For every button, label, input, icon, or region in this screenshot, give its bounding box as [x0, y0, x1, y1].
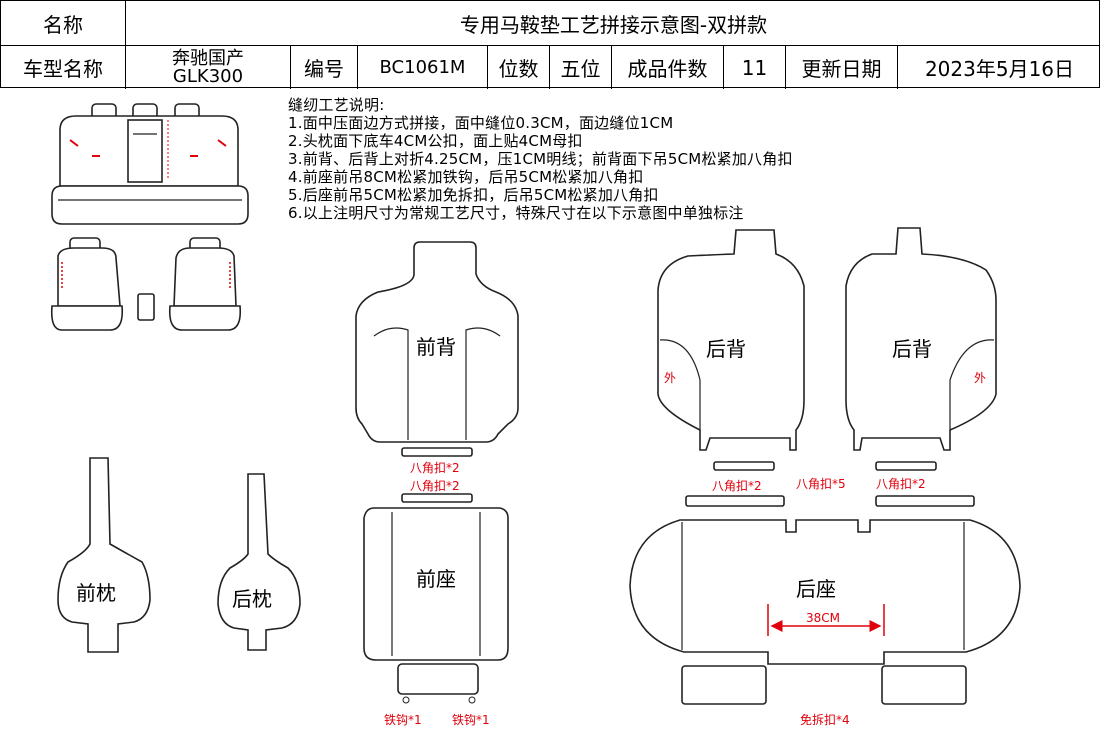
rear-seat-piece: 后座 38CM 免拆扣*4	[629, 495, 1021, 727]
rear-back-right-piece: 后背 外 八角扣*2	[845, 227, 997, 491]
pieces-value: 11	[724, 45, 786, 89]
notes-item-6: 6.以上注明尺寸为常规工艺尺寸，特殊尺寸在以下示意图中单独标注	[288, 204, 744, 222]
dimension-note: 38CM	[806, 611, 840, 625]
seats-label: 位数	[488, 45, 550, 89]
rear-back-left-label: 后背	[706, 337, 746, 361]
page-title: 专用马鞍垫工艺拼接示意图-双拼款	[459, 12, 768, 37]
rear-mid-buckle-note: 八角扣*5	[796, 477, 846, 491]
model-label: 车型名称	[1, 45, 126, 89]
seat-thumbnail-front	[50, 237, 242, 331]
rear-back-left-piece: 后背 外 八角扣*2	[657, 229, 805, 493]
rear-left-buckle-note: 八角扣*2	[712, 479, 762, 493]
seats-value: 五位	[550, 45, 612, 89]
seat-thumbnail-rear	[51, 103, 249, 225]
model-value-line1: 奔驰国产	[172, 47, 244, 69]
code-label: 编号	[291, 45, 358, 89]
outer-left-note: 外	[664, 371, 676, 385]
notes-item-5: 5.后座前吊5CM松紧加免拆扣，后吊5CM松紧加八角扣	[288, 186, 659, 204]
hook-right-note: 铁钩*1	[452, 713, 490, 727]
rear-right-buckle-note: 八角扣*2	[876, 477, 926, 491]
front-back-buckle-note: 八角扣*2	[410, 461, 460, 475]
notes-item-4: 4.前座前吊8CM松紧加铁钩，后吊5CM松紧加八角扣	[288, 168, 644, 186]
notes-item-1: 1.面中压面边方式拼接，面中缝位0.3CM，面边缝位1CM	[288, 114, 674, 132]
date-label: 更新日期	[786, 45, 898, 89]
rear-pillow-piece: 后枕	[217, 473, 301, 651]
notes-title: 缝纫工艺说明:	[288, 96, 385, 114]
code-value: BC1061M	[358, 45, 488, 89]
model-value-line2: GLK300	[172, 65, 244, 87]
front-back-piece: 前背 八角扣*2	[355, 241, 519, 475]
front-seat-label: 前座	[416, 567, 456, 591]
pieces-label: 成品件数	[612, 45, 724, 89]
notes-item-2: 2.头枕面下底车4CM公扣，面上贴4CM母扣	[288, 132, 583, 150]
rear-seat-label: 后座	[796, 577, 836, 601]
hook-left-note: 铁钩*1	[384, 713, 422, 727]
front-pillow-piece: 前枕	[57, 457, 151, 653]
front-pillow-label: 前枕	[76, 581, 116, 605]
header-table: 名称 专用马鞍垫工艺拼接示意图-双拼款 车型名称 奔驰国产 GLK300 编号 …	[0, 0, 1100, 89]
front-back-label: 前背	[416, 335, 456, 359]
rear-back-right-label: 后背	[892, 337, 932, 361]
rear-pillow-label: 后枕	[232, 587, 272, 611]
front-seat-buckle-note: 八角扣*2	[410, 479, 460, 493]
model-value: 奔驰国产 GLK300	[126, 45, 291, 89]
sewing-notes: 缝纫工艺说明: 1.面中压面边方式拼接，面中缝位0.3CM，面边缝位1CM 2.…	[288, 96, 793, 222]
outer-right-note: 外	[974, 371, 986, 385]
front-seat-piece: 八角扣*2 前座 铁钩*1 铁钩*1	[363, 479, 509, 727]
date-value: 2023年5月16日	[898, 45, 1100, 89]
notes-item-3: 3.前背、后背上对折4.25CM，压1CM明线；前背面下吊5CM松紧加八角扣	[288, 150, 793, 168]
quick-release-note: 免拆扣*4	[800, 712, 850, 727]
name-label: 名称	[1, 1, 126, 45]
